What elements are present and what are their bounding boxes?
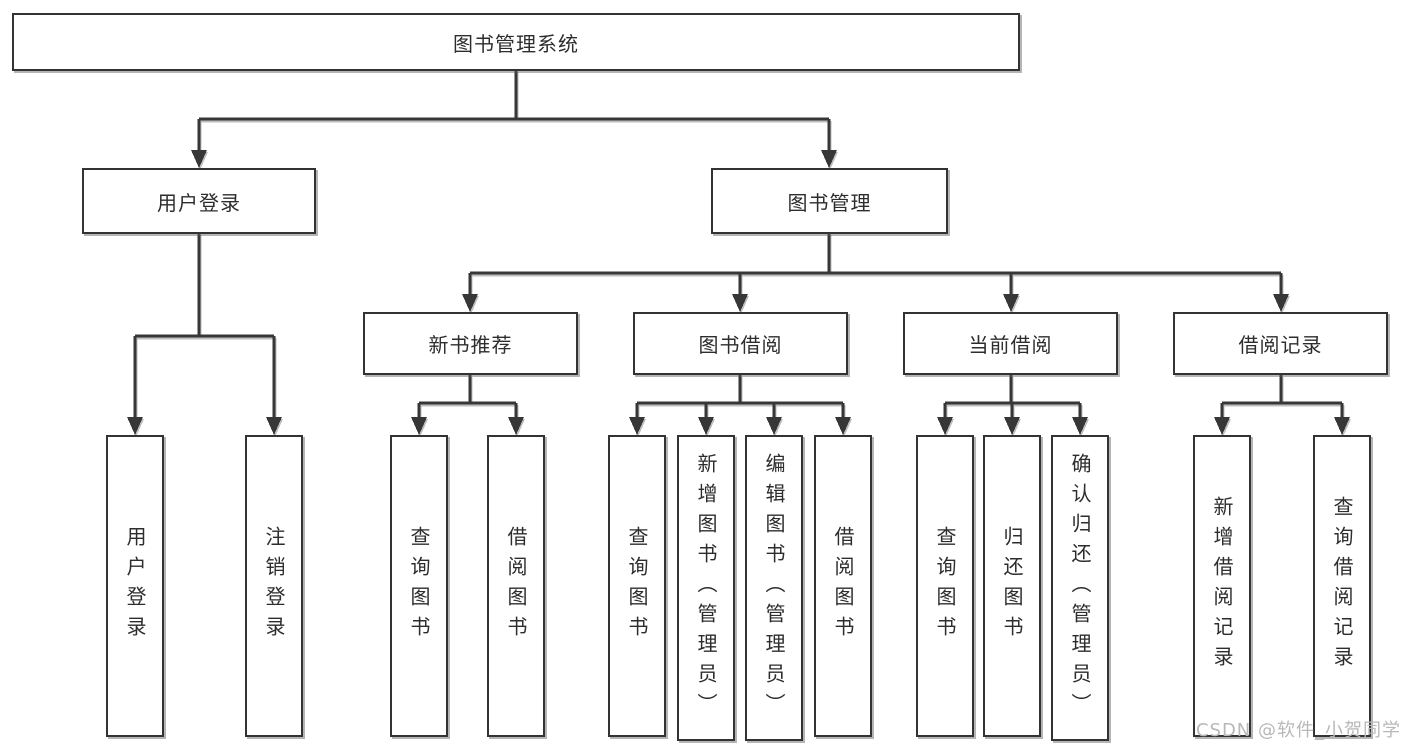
leaf-borrow-books: 借阅图书 [814, 435, 872, 737]
node-book-borrow: 图书借阅 [633, 312, 848, 375]
arrowhead [1003, 294, 1019, 312]
node-book-management: 图书管理 [711, 168, 948, 234]
arrowhead [937, 417, 953, 435]
arrowhead [1334, 417, 1350, 435]
leaf-label: 注销登录 [262, 526, 286, 646]
node-new-book-recommend: 新书推荐 [363, 312, 578, 375]
leaf-label: 查询借阅记录 [1330, 496, 1354, 676]
arrowhead [462, 294, 478, 312]
leaf-edit-book-admin: 编辑图书（管理员） [745, 435, 803, 741]
arrowhead [266, 417, 282, 435]
arrowhead [127, 417, 143, 435]
arrowhead [698, 417, 714, 435]
leaf-user-login: 用户登录 [106, 435, 164, 737]
arrowhead [835, 417, 851, 435]
arrowhead [821, 150, 837, 168]
leaf-query-books-borrow: 查询图书 [608, 435, 666, 737]
arrowhead [766, 417, 782, 435]
node-user-login: 用户登录 [82, 168, 316, 234]
leaf-label: 借阅图书 [504, 526, 528, 646]
leaf-add-book-admin: 新增图书（管理员） [677, 435, 735, 741]
leaf-label: 归还图书 [1000, 526, 1024, 646]
leaf-logout-login: 注销登录 [245, 435, 303, 737]
arrowhead [191, 150, 207, 168]
leaf-label: 新增借阅记录 [1210, 496, 1234, 676]
leaf-label: 确认归还（管理员） [1068, 453, 1092, 723]
leaf-borrow-books-recommend: 借阅图书 [487, 435, 545, 737]
node-current-borrow: 当前借阅 [903, 312, 1118, 375]
node-root-library-system: 图书管理系统 [12, 13, 1020, 71]
leaf-query-books-current: 查询图书 [916, 435, 974, 737]
arrowhead [1004, 417, 1020, 435]
leaf-label: 查询图书 [625, 526, 649, 646]
csdn-watermark: CSDN @软件_小贺同学 [1195, 720, 1401, 741]
arrowhead [629, 417, 645, 435]
leaf-confirm-return-admin: 确认归还（管理员） [1051, 435, 1109, 741]
leaf-label: 查询图书 [933, 526, 957, 646]
node-borrow-records: 借阅记录 [1173, 312, 1388, 375]
leaf-query-borrow-record: 查询借阅记录 [1313, 435, 1371, 737]
arrowhead [1273, 294, 1289, 312]
leaf-label: 用户登录 [123, 526, 147, 646]
leaf-return-books: 归还图书 [983, 435, 1041, 737]
leaf-label: 借阅图书 [831, 526, 855, 646]
arrowhead [411, 417, 427, 435]
arrowhead [732, 294, 748, 312]
leaf-label: 新增图书（管理员） [694, 453, 718, 723]
leaf-label: 编辑图书（管理员） [762, 453, 786, 723]
leaf-add-borrow-record: 新增借阅记录 [1193, 435, 1251, 737]
arrowhead [508, 417, 524, 435]
arrowhead [1072, 417, 1088, 435]
leaf-label: 查询图书 [407, 526, 431, 646]
leaf-query-books-recommend: 查询图书 [390, 435, 448, 737]
arrowhead [1214, 417, 1230, 435]
